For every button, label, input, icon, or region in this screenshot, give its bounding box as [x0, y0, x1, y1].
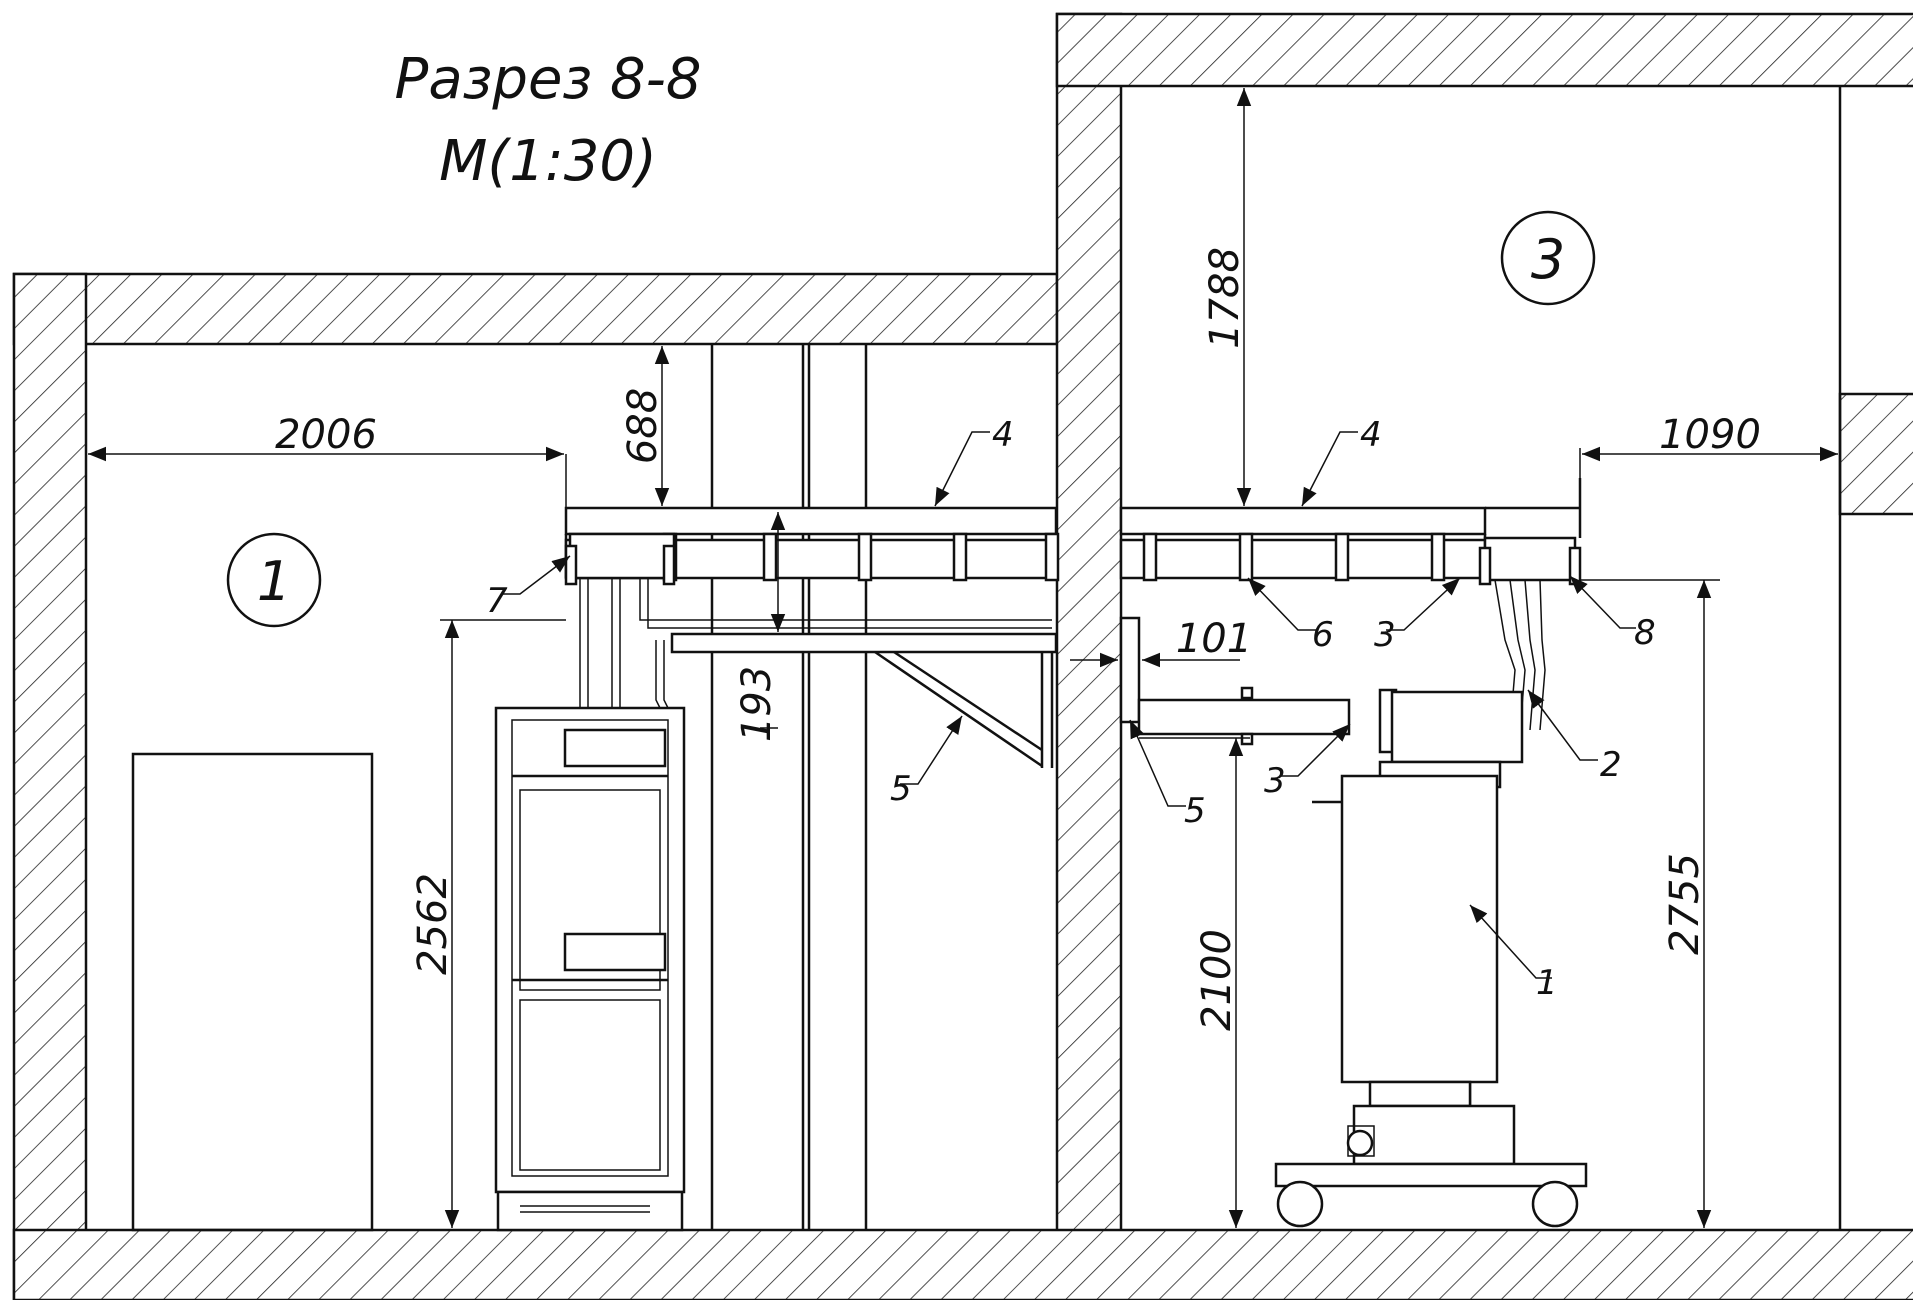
- room-marker-left: 1: [226, 532, 322, 628]
- dim-1090: 1090: [1659, 412, 1761, 458]
- label-5-left: 5: [890, 769, 912, 809]
- scale-label: М(1:30): [439, 129, 657, 194]
- label-8: 8: [1634, 613, 1656, 653]
- switchgear-cabinet: [494, 706, 686, 1232]
- dimension-lines: [88, 88, 1838, 1228]
- wall-bracket-right: [1119, 616, 1398, 754]
- label-3-lower: 3: [1264, 761, 1286, 801]
- leader-lines: [502, 431, 1636, 979]
- label-4-right: 4: [1360, 415, 1382, 455]
- dim-1788: 1788: [1202, 247, 1248, 349]
- vertical-duct-lines: [710, 344, 868, 1230]
- dim-2755: 2755: [1662, 853, 1708, 955]
- label-5-right: 5: [1184, 791, 1206, 831]
- cable-tray: [564, 506, 1487, 580]
- left-outer-wall: [12, 272, 88, 1300]
- dim-101: 101: [1176, 616, 1252, 662]
- dim-2100: 2100: [1194, 929, 1240, 1031]
- label-6: 6: [1312, 615, 1334, 655]
- busbar-clamp-left: [564, 532, 676, 586]
- label-3-upper: 3: [1374, 615, 1396, 655]
- section-title: Разрез 8-8: [395, 47, 702, 112]
- label-2: 2: [1600, 745, 1622, 785]
- wall-bracket-left: [670, 632, 1058, 768]
- central-wall: [1055, 12, 1123, 1300]
- door: [131, 752, 374, 1232]
- right-ceiling-slab: [1055, 12, 1913, 88]
- dim-193: 193: [734, 666, 780, 742]
- right-wall-fragment: [1838, 392, 1913, 516]
- label-4-left: 4: [992, 415, 1014, 455]
- dim-2562: 2562: [410, 873, 456, 975]
- room-marker-right: 3: [1500, 210, 1596, 306]
- label-1: 1: [1536, 963, 1558, 1003]
- walls: [12, 12, 1913, 1300]
- dim-2006: 2006: [275, 412, 377, 458]
- room-number-right: 3: [1531, 228, 1565, 291]
- busbar-run-left: [579, 578, 1052, 709]
- dim-688: 688: [620, 388, 666, 464]
- busbar-clamp-right: [1478, 478, 1582, 586]
- left-ceiling-slab: [12, 272, 1059, 346]
- room-number-left: 1: [257, 550, 291, 613]
- transformer: [1274, 690, 1588, 1228]
- label-7: 7: [486, 581, 508, 621]
- floor-slab: [12, 1228, 1913, 1300]
